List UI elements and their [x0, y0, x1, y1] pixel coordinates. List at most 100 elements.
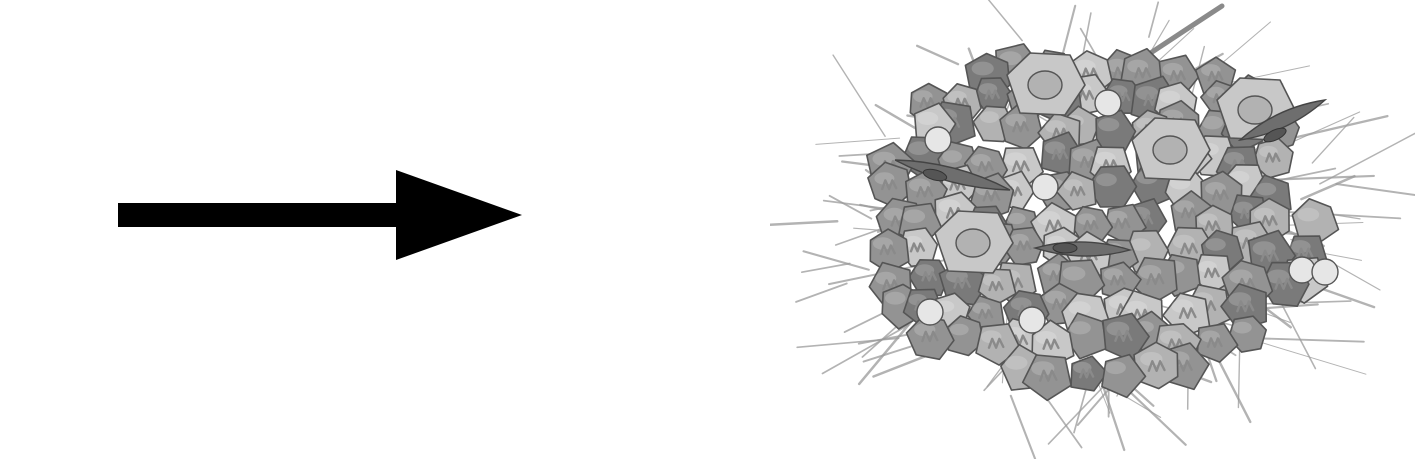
cell-highlight [1107, 210, 1128, 224]
vesicle [1031, 173, 1059, 201]
spindle-nucleus [1052, 242, 1078, 254]
arrow-head [396, 170, 522, 260]
cell-highlight [1198, 213, 1218, 226]
fiber [915, 44, 960, 66]
cell-highlight [875, 271, 897, 285]
nucleus [982, 189, 1001, 202]
nucleus [881, 179, 898, 191]
nucleus [1236, 300, 1255, 313]
cell-highlight [1232, 321, 1252, 334]
cell-highlight [872, 237, 893, 250]
cell-highlight [1201, 64, 1221, 77]
cell-highlight [1172, 234, 1195, 249]
cell-highlight [978, 83, 998, 95]
nucleus [921, 271, 938, 282]
cell-highlight [1135, 86, 1159, 101]
fiber [770, 220, 839, 227]
cell-highlight [1106, 321, 1130, 336]
large-cell-nucleus [1237, 95, 1273, 125]
cell-highlight [946, 269, 968, 283]
nucleus [1083, 219, 1099, 231]
fiber [1335, 183, 1415, 197]
cell-highlight [1197, 260, 1217, 273]
cell-highlight [1077, 213, 1096, 225]
cell-highlight [1162, 62, 1183, 76]
cell-highlight [1259, 145, 1278, 158]
nucleus [1212, 189, 1229, 201]
fiber [1311, 116, 1355, 164]
cell-highlight [1253, 207, 1275, 221]
cell-highlight [1205, 238, 1226, 251]
cell-highlight [1042, 263, 1063, 276]
cell-highlight [903, 235, 923, 248]
cell-highlight [874, 172, 895, 185]
cell-highlight [1297, 207, 1320, 222]
right-arrow-icon [118, 170, 522, 260]
nucleus [1113, 217, 1131, 229]
nucleus [1078, 89, 1095, 101]
cell-highlight [1233, 201, 1253, 214]
cell [1101, 353, 1147, 399]
cell-highlight [1206, 86, 1225, 99]
cell-highlight [938, 199, 961, 213]
cell-highlight [1073, 361, 1092, 374]
fiber [1123, 386, 1187, 446]
cell-highlight [1174, 200, 1195, 213]
cell-highlight [1200, 330, 1220, 343]
cell-highlight [1031, 361, 1055, 376]
cell-highlight [1035, 331, 1057, 345]
fiber [1076, 383, 1114, 426]
cell-highlight [1223, 152, 1245, 165]
large-cell-nucleus [955, 228, 991, 258]
cell-highlight [1072, 148, 1095, 162]
cell-highlight [1159, 330, 1182, 345]
cell-highlight [1073, 59, 1096, 74]
arrow-shaft [118, 203, 410, 227]
cell-highlight [1010, 297, 1032, 311]
cell-highlight [1096, 173, 1117, 187]
fiber [802, 250, 870, 271]
cell-highlight [982, 274, 1001, 286]
fiber [1319, 132, 1415, 185]
fiber [821, 324, 910, 375]
cell-highlight [1127, 59, 1149, 73]
cell-highlight [1138, 265, 1162, 279]
cell-highlight [949, 323, 969, 336]
cell-highlight [1037, 211, 1061, 226]
cell-highlight [1062, 266, 1086, 281]
cell-highlight [972, 302, 991, 314]
cell-highlight [1005, 113, 1027, 127]
cell-highlight [1201, 116, 1223, 130]
cell-highlight [915, 264, 935, 277]
nucleus [1206, 337, 1223, 348]
fiber [1254, 340, 1367, 375]
cell-highlight [913, 90, 933, 103]
nucleus [1146, 273, 1165, 286]
vesicle [1018, 306, 1046, 334]
cell-highlight [1069, 321, 1091, 335]
nucleus [909, 242, 926, 253]
cell-highlight [1068, 301, 1091, 315]
nucleus [953, 277, 971, 289]
nucleus [1134, 67, 1152, 79]
cell-highlight [1004, 152, 1027, 167]
cell-highlight [1094, 151, 1116, 165]
nucleus [984, 89, 1000, 100]
spindle-nucleus [1263, 127, 1287, 143]
cell-highlight [1125, 300, 1148, 315]
fiber [857, 332, 914, 345]
nucleus [1274, 277, 1293, 290]
cell-highlight [909, 178, 931, 192]
cell [1227, 315, 1267, 353]
nucleus [1169, 70, 1186, 82]
nucleus [921, 330, 939, 343]
fiber [800, 262, 851, 274]
cell-highlight [1205, 182, 1226, 195]
cell-highlight [1171, 299, 1194, 314]
cell-highlight [1044, 141, 1066, 155]
cell-highlight [1103, 268, 1123, 281]
nucleus [1260, 249, 1279, 262]
nucleus [1180, 207, 1198, 219]
nucleus [1012, 121, 1030, 133]
